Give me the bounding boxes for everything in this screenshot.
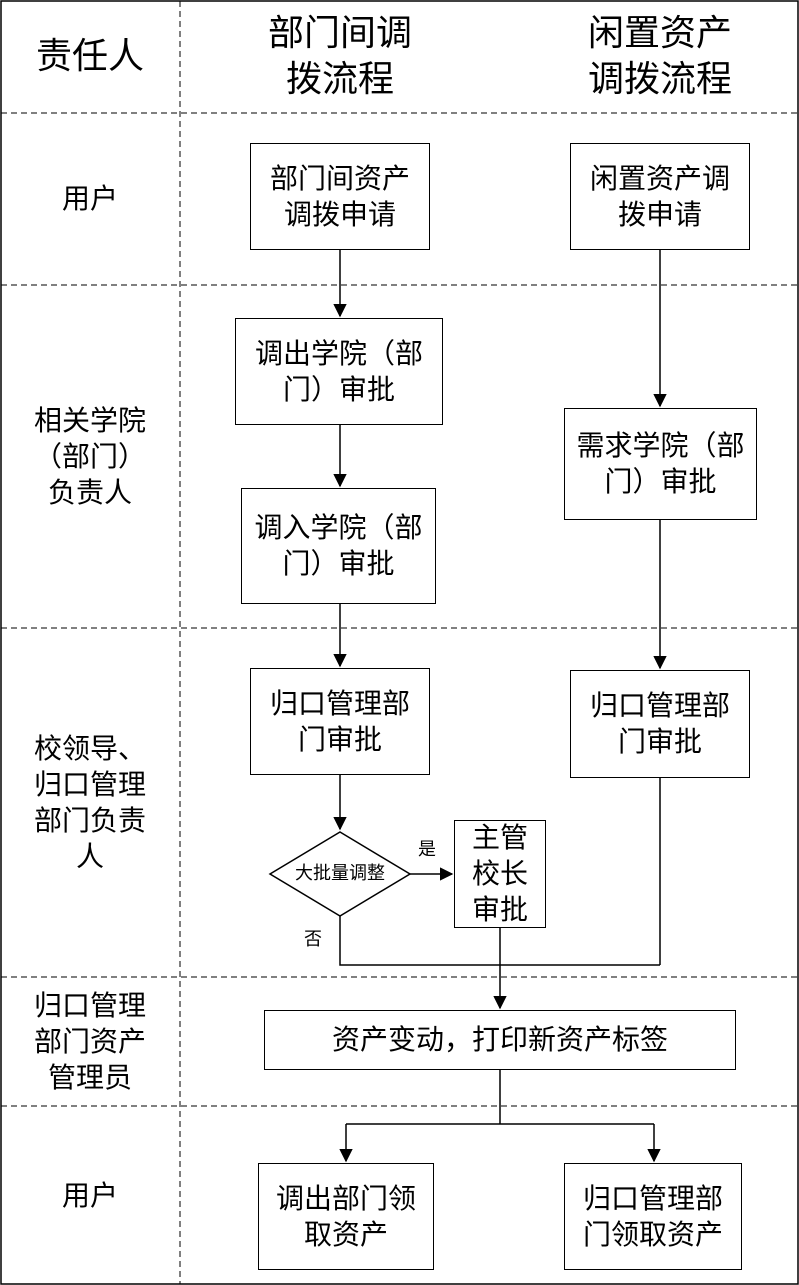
lane-leadership: 校领导、 归口管理 部门负责 人 (33, 731, 146, 873)
out-college-approval-box: 调出学院（部 门）审批 (235, 318, 443, 425)
dept-transfer-apply-box: 部门间资产 调拨申请 (250, 143, 430, 250)
decision-yes-label: 是 (418, 839, 436, 860)
box-label: 调出部门领 取资产 (275, 1181, 416, 1251)
box-label: 闲置资产调 拨申请 (589, 161, 730, 231)
mgmt-dept-receive-box: 归口管理部 门领取资产 (564, 1163, 742, 1270)
idle-transfer-apply-box: 闲置资产调 拨申请 (570, 143, 750, 250)
decision-no-label: 否 (304, 929, 322, 950)
mgmt-dept-approval-left-box: 归口管理部 门审批 (250, 668, 430, 775)
lane-user-top: 用户 (61, 182, 118, 215)
box-label: 主管 校长 审批 (471, 821, 528, 926)
header-dept-transfer: 部门间调 拨流程 (267, 12, 412, 100)
out-dept-receive-box: 调出部门领 取资产 (258, 1163, 434, 1270)
asset-change-box: 资产变动，打印新资产标签 (264, 1010, 736, 1070)
header-idle-transfer: 闲置资产 调拨流程 (587, 12, 732, 100)
box-label: 归口管理部 门领取资产 (582, 1181, 723, 1251)
in-college-approval-box: 调入学院（部 门）审批 (241, 488, 436, 604)
box-label: 调出学院（部 门）审批 (254, 336, 423, 406)
box-label: 部门间资产 调拨申请 (269, 161, 410, 231)
box-label: 需求学院（部 门）审批 (576, 429, 745, 498)
demand-college-approval-box: 需求学院（部 门）审批 (564, 408, 757, 520)
lane-college-head: 相关学院 （部门） 负责人 (33, 403, 146, 509)
lane-asset-admin: 归口管理 部门资产 管理员 (33, 988, 146, 1094)
header-responsible: 责任人 (35, 35, 144, 77)
no-branch-line (339, 916, 660, 966)
decision-label: 大批量调整 (295, 863, 385, 884)
principal-approval-box: 主管 校长 审批 (454, 820, 546, 928)
box-label: 调入学院（部 门）审批 (254, 511, 423, 580)
box-label: 归口管理部 门审批 (589, 689, 730, 758)
box-label: 资产变动，打印新资产标签 (331, 1023, 668, 1056)
box-label: 归口管理部 门审批 (269, 686, 410, 756)
mgmt-dept-approval-right-box: 归口管理部 门审批 (570, 670, 750, 778)
lane-user-bottom: 用户 (61, 1178, 118, 1212)
